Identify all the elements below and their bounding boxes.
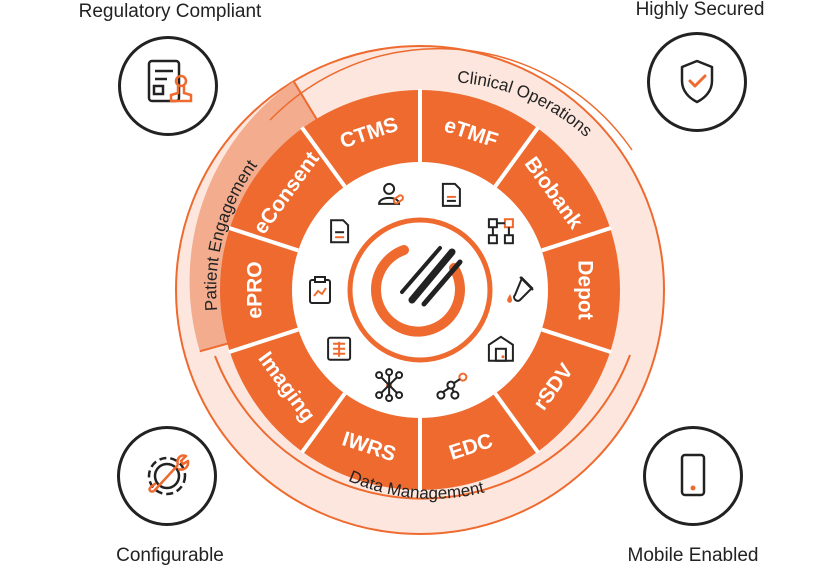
segment-divider xyxy=(300,392,347,454)
test-tube-icon xyxy=(507,276,534,303)
segment-divider xyxy=(228,327,299,355)
regulatory-compliant-badge xyxy=(118,36,218,136)
configurable-badge xyxy=(117,426,217,526)
data-management-band-edge xyxy=(214,354,631,500)
segment-divider xyxy=(493,126,540,188)
highly-secured-badge xyxy=(647,32,747,132)
user-pill-icon xyxy=(378,182,404,205)
network-graph-icon xyxy=(436,372,468,400)
module-depot-label: Depot xyxy=(574,260,597,320)
segment-divider xyxy=(541,327,612,355)
warehouse-icon xyxy=(487,335,514,362)
document-icon xyxy=(441,182,461,207)
workflow-icon xyxy=(487,218,514,245)
highly-secured-label: Highly Secured xyxy=(635,0,765,20)
segment-divider xyxy=(493,392,540,454)
segment-divider xyxy=(300,126,347,188)
configurable-label: Configurable xyxy=(116,545,224,566)
clinical-operations-band-edge xyxy=(269,47,633,151)
certificate-stamp-icon xyxy=(147,59,193,103)
module-epro-label: ePRO xyxy=(244,261,267,318)
scan-icon xyxy=(327,336,352,361)
regulatory-compliant-label: Regulatory Compliant xyxy=(78,1,262,22)
center-logo xyxy=(371,245,465,337)
mobile-phone-icon xyxy=(680,453,706,497)
consent-document-icon xyxy=(330,219,350,244)
mobile-enabled-badge xyxy=(643,426,743,526)
gear-wrench-icon xyxy=(147,454,190,496)
mobile-enabled-label: Mobile Enabled xyxy=(627,545,759,566)
segment-divider xyxy=(228,225,299,253)
clipboard-chart-icon xyxy=(309,276,331,304)
shield-check-icon xyxy=(680,59,714,104)
segment-divider xyxy=(541,225,612,253)
molecule-icon xyxy=(375,368,404,403)
